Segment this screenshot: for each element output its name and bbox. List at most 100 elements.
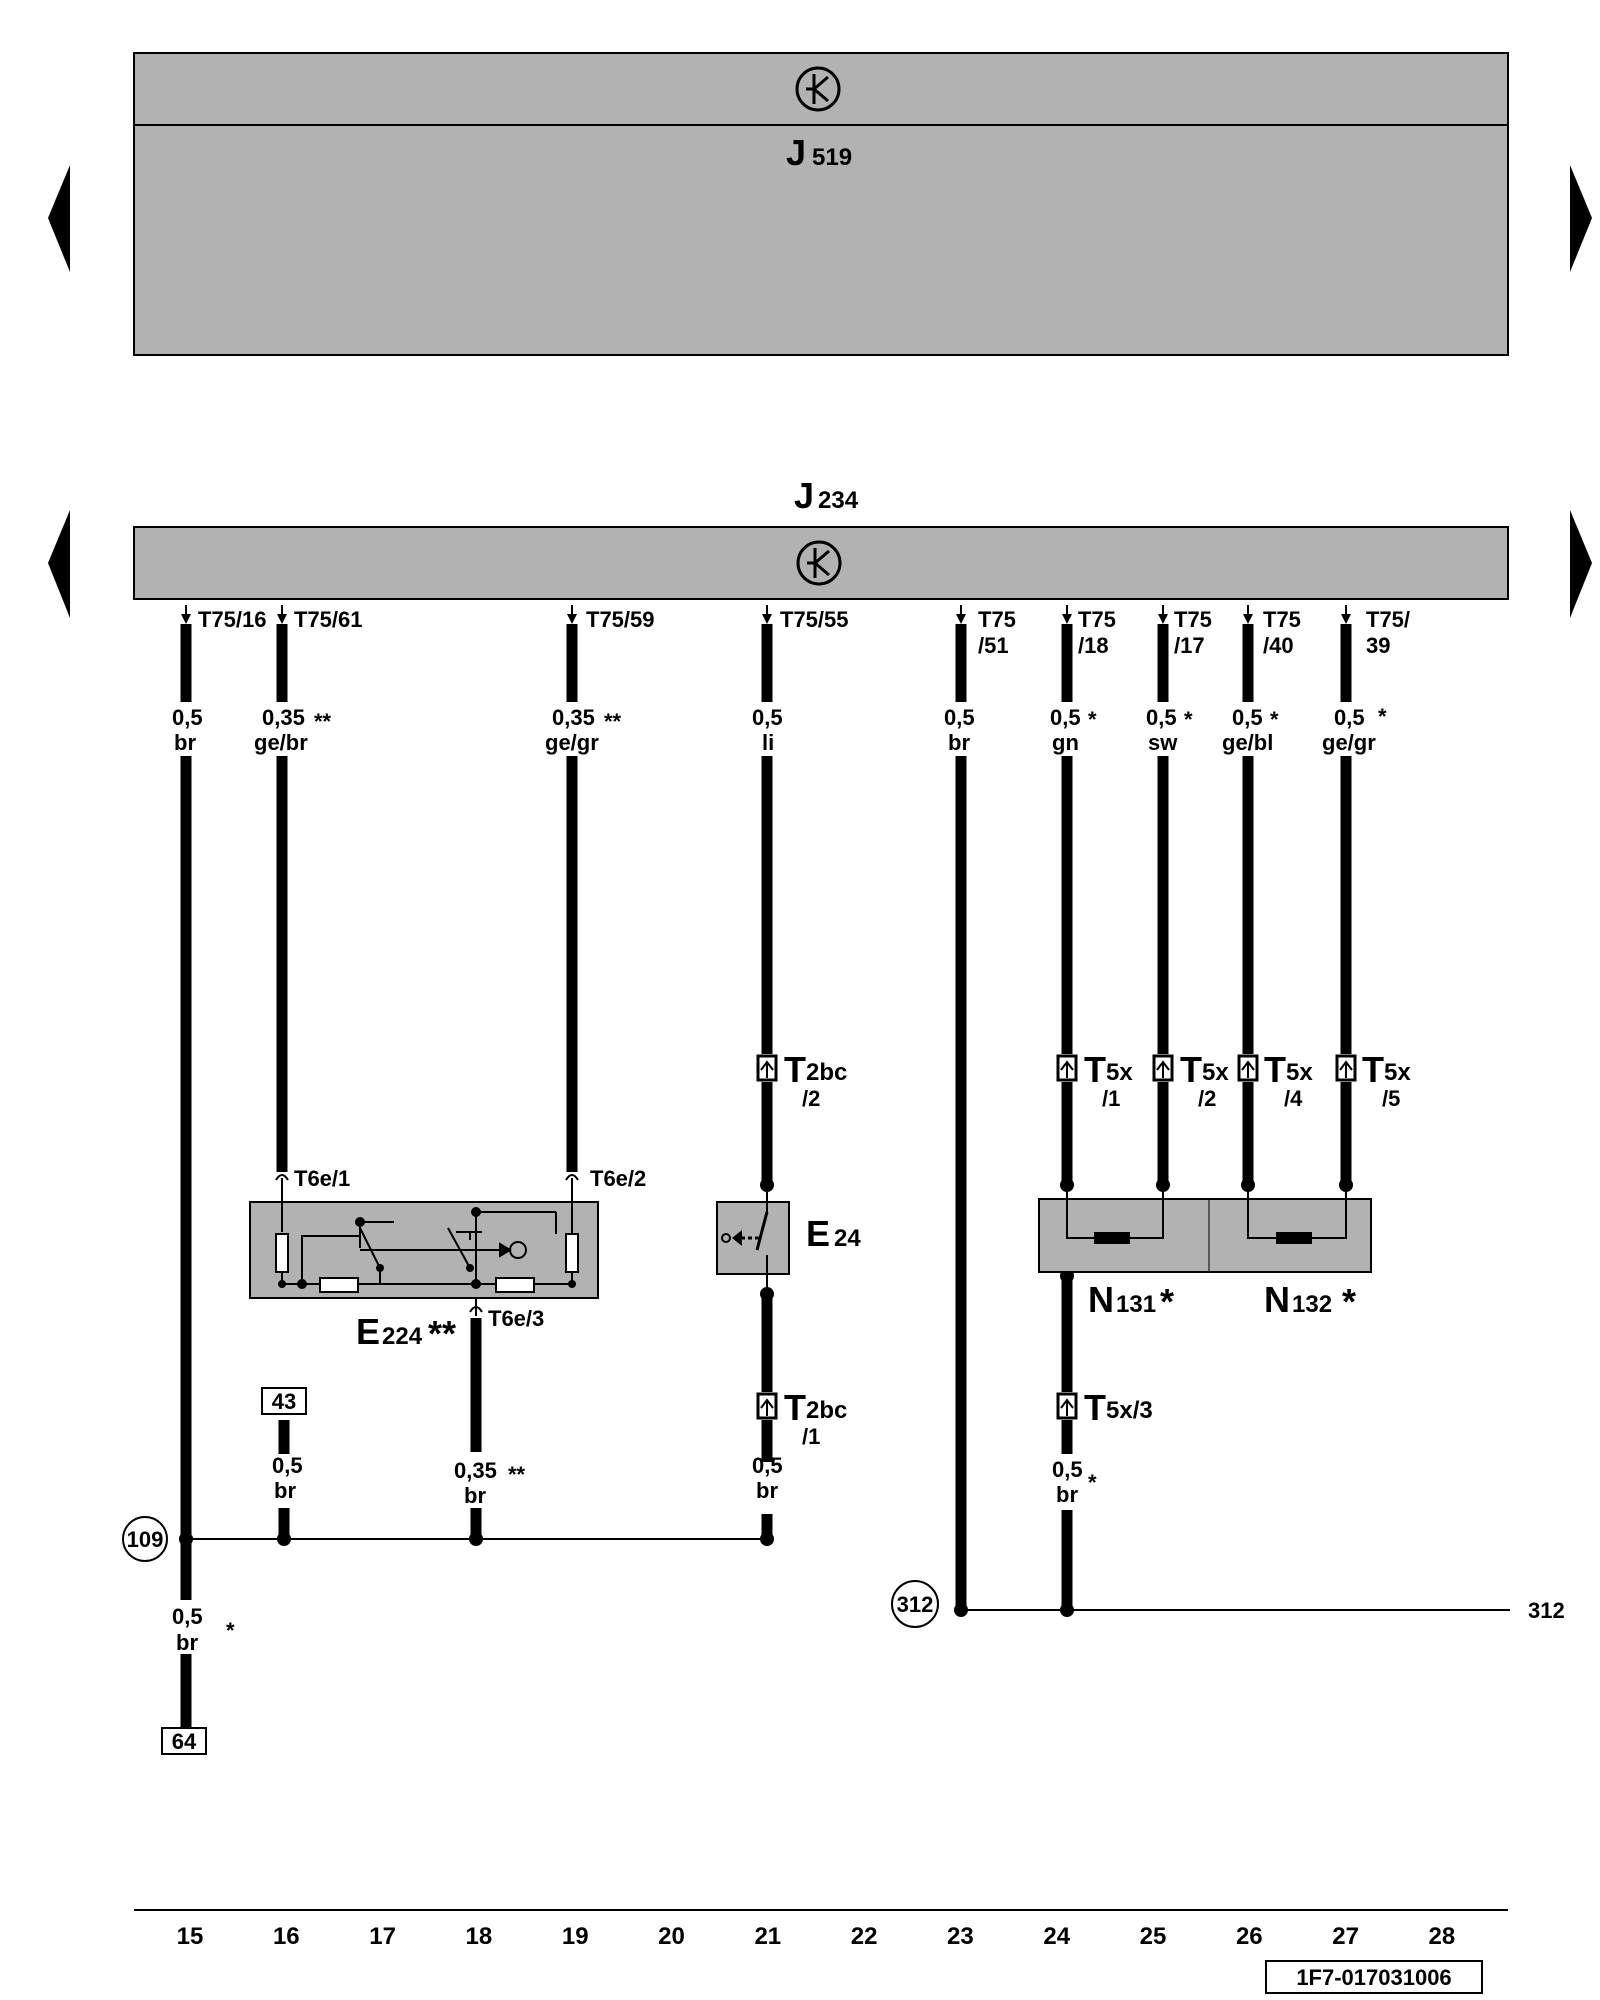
component-e224-main: E <box>356 1311 380 1352</box>
wire-mark-c16: ** <box>314 709 332 734</box>
wire-color-c21: li <box>762 730 774 755</box>
junction-dot-icon <box>469 1532 483 1546</box>
current-track-number: 21 <box>754 1923 781 1950</box>
wire-mark-c24-low: * <box>1088 1470 1097 1495</box>
current-track-number: 19 <box>562 1923 589 1950</box>
module-j519: J 519 <box>133 52 1509 356</box>
wire-size-c18-low: 0,35 <box>454 1458 497 1483</box>
wire-color-c16-low: br <box>274 1478 296 1503</box>
connector-t6e3: T6e/3 <box>488 1306 544 1331</box>
pin-arrow-icon <box>567 605 577 624</box>
pin-label-c19: T75/59 <box>586 607 655 632</box>
prev-page-arrow-icon[interactable] <box>48 165 70 272</box>
connector-t5x4-pin: /4 <box>1284 1086 1303 1111</box>
pin-label-c16: T75/61 <box>294 607 363 632</box>
pin-label-c23-a: T75 <box>978 607 1016 632</box>
connector-t5x4-sub: 5x <box>1286 1059 1313 1086</box>
junction-dot-icon <box>954 1603 968 1617</box>
switch-e24: E 24 <box>716 1192 861 1292</box>
connector-t2bc1-sub: 2bc <box>806 1397 847 1424</box>
connector-symbols <box>756 1054 1357 1420</box>
wire-color-c15: br <box>174 730 196 755</box>
connector-icon <box>756 1054 778 1082</box>
ref-box-43-label: 43 <box>272 1389 296 1414</box>
ref-box-64-label: 64 <box>172 1729 197 1754</box>
connector-t5x1-pin: /1 <box>1102 1086 1120 1111</box>
wire-color-c27: ge/gr <box>1322 730 1376 755</box>
connector-t2bc1-main: T <box>784 1387 806 1428</box>
component-n132-sub: 132 <box>1292 1291 1332 1318</box>
wire-color-c26: ge/bl <box>1222 730 1273 755</box>
wire-color-c24: gn <box>1052 730 1079 755</box>
pin-arrows <box>181 605 1351 624</box>
component-n131-sub: 131 <box>1116 1291 1156 1318</box>
connector-icon <box>1335 1054 1357 1082</box>
connector-icon <box>1056 1392 1078 1420</box>
t6e-pins: T6e/1 T6e/2 T6e/3 <box>275 1166 646 1331</box>
connector-t5x3-main: T <box>1084 1387 1106 1428</box>
connector-t2bc1-pin: /1 <box>802 1424 820 1449</box>
switch-e224: E 224 ** <box>249 1201 599 1354</box>
connector-t5x3-sub: 5x/3 <box>1106 1397 1153 1424</box>
connector-t6e1: T6e/1 <box>294 1166 350 1191</box>
junction-dot-icon <box>760 1287 774 1301</box>
connector-t2bc2-main: T <box>784 1049 806 1090</box>
current-track-number: 25 <box>1140 1923 1167 1950</box>
component-e224-mark: ** <box>428 1313 456 1354</box>
ref-circle-109-label: 109 <box>127 1527 164 1552</box>
wire-size-c27: 0,5 <box>1334 705 1365 730</box>
valves-n131-n132: N 131 * N 132 * <box>1038 1185 1372 1322</box>
references: 43 64 109 312 312 <box>122 1387 1565 1755</box>
wire-mark-c27: * <box>1378 704 1387 729</box>
module-j234-sub: 234 <box>818 487 859 514</box>
current-track-number: 17 <box>369 1923 396 1950</box>
current-track-number: 16 <box>273 1923 300 1950</box>
pin-label-c27-b: 39 <box>1366 633 1390 658</box>
wire-size-c16: 0,35 <box>262 705 305 730</box>
wire-color-c16: ge/br <box>254 730 308 755</box>
pin-label-c24-b: /18 <box>1078 633 1109 658</box>
wire-size-c25: 0,5 <box>1146 705 1177 730</box>
ref-text-312: 312 <box>1528 1598 1565 1623</box>
control-unit-symbol-icon <box>796 540 842 586</box>
component-e24-sub: 24 <box>834 1225 861 1252</box>
drawing-number-box <box>1265 1960 1483 1994</box>
junction-dot-icon <box>1060 1603 1074 1617</box>
pin-arrow-icon <box>1341 605 1351 624</box>
wire-size-c26: 0,5 <box>1232 705 1263 730</box>
module-j234: J 234 <box>133 475 1509 600</box>
current-track-number: 15 <box>177 1923 204 1950</box>
wire-color-c25: sw <box>1148 730 1178 755</box>
wire-labels: 0,5 br 0,35 ** ge/br 0,35 ** ge/gr 0,5 l… <box>172 704 1387 1655</box>
junction-dot-icon <box>179 1532 193 1546</box>
wire-size-c19: 0,35 <box>552 705 595 730</box>
next-page-arrow-icon[interactable] <box>1570 165 1592 272</box>
ref-box-64 <box>161 1727 207 1755</box>
module-j519-sub: 519 <box>812 144 852 171</box>
pin-label-c26-a: T75 <box>1263 607 1301 632</box>
wire-mark-c15-low: * <box>226 1618 235 1643</box>
ref-circle-312-label: 312 <box>897 1592 934 1617</box>
next-page-arrow-lower-icon[interactable] <box>1570 510 1592 618</box>
connector-t2bc2-sub: 2bc <box>806 1059 847 1086</box>
pin-arrow-icon <box>181 605 191 624</box>
connector-t5x5-pin: /5 <box>1382 1086 1400 1111</box>
junction-dot-icon <box>760 1532 774 1546</box>
connector-icon <box>1237 1054 1259 1082</box>
connector-t5x4-main: T <box>1264 1049 1286 1090</box>
pin-arrow-icon <box>956 605 966 624</box>
current-track-number: 24 <box>1043 1923 1070 1950</box>
connector-t5x1-main: T <box>1084 1049 1106 1090</box>
current-track-number: 22 <box>851 1923 878 1950</box>
wire-size-c21-low: 0,5 <box>752 1453 783 1478</box>
current-track-number: 28 <box>1429 1923 1456 1950</box>
component-n131-mark: * <box>1160 1281 1174 1322</box>
wire-color-c24-low: br <box>1056 1482 1078 1507</box>
wire-size-c16-low: 0,5 <box>272 1453 303 1478</box>
prev-page-arrow-lower-icon[interactable] <box>48 510 70 618</box>
connector-t5x5-sub: 5x <box>1384 1059 1411 1086</box>
connector-t5x5-main: T <box>1362 1049 1384 1090</box>
connector-icon <box>1152 1054 1174 1082</box>
connector-t5x2-pin: /2 <box>1198 1086 1216 1111</box>
